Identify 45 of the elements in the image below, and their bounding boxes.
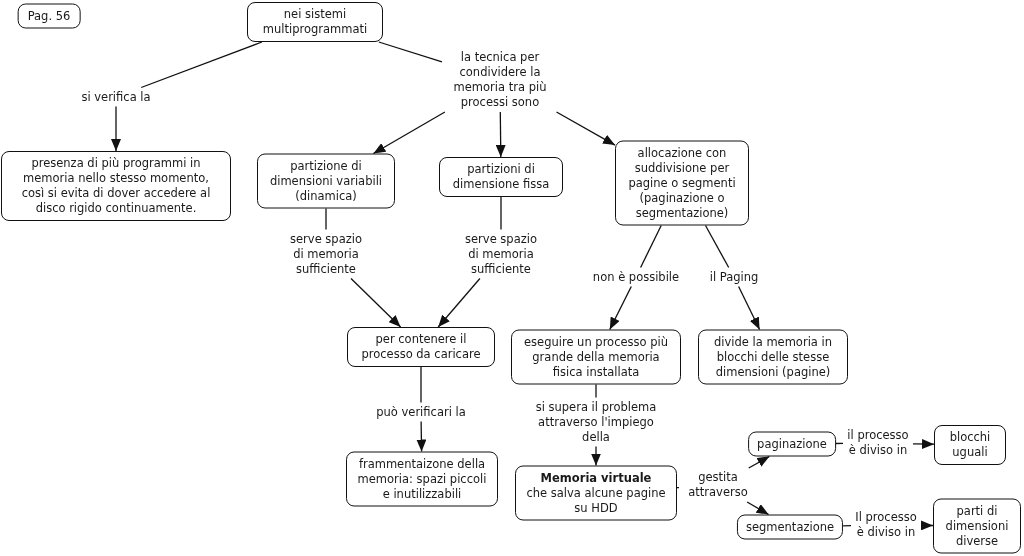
connector-line [842, 525, 852, 527]
arrow [609, 285, 632, 331]
connector-line [639, 224, 662, 269]
concept-box: blocchi uguali [934, 425, 1006, 465]
linking-phrase: può verificari la [376, 404, 466, 420]
connector-line [676, 486, 680, 489]
arrow [746, 501, 770, 516]
concept-box: nei sistemi multiprogrammati [247, 2, 383, 42]
concept-box: per contenere il processo da caricare [347, 327, 495, 367]
concept-box: paginazione [748, 431, 836, 457]
concept-box: presenza di più programmi in memoria nello stesso momento, così si evita di dover accedere al disco rigido continuamente. [1, 151, 231, 221]
concept-box: frammentaizone della memoria: spazi piccoli e inutilizzabili [346, 451, 498, 507]
connector-line [378, 41, 443, 63]
connector-line [595, 383, 597, 399]
arrow [437, 277, 481, 328]
connector-line [835, 442, 844, 445]
connector-line [325, 207, 327, 231]
arrow [920, 520, 934, 531]
concept-box [515, 465, 677, 521]
concept-box: allocazione con suddivisione per pagine o segmenti (paginazione o segmentazione) [615, 140, 749, 226]
concept-heading: Memoria virtuale [539, 470, 653, 486]
concept-box: eseguire un processo più grande della memoria fisica installata [511, 329, 681, 385]
arrow [555, 111, 616, 146]
arrow [111, 105, 121, 152]
concept-box: parti di dimensioni diverse [933, 498, 1021, 554]
concept-box: divide la memoria in blocchi delle stesse dimensioni (pagine) [698, 329, 848, 385]
arrow [737, 285, 761, 331]
arrow [372, 111, 446, 155]
connector-line [140, 41, 263, 89]
concept-box: Pag. 56 [17, 3, 81, 29]
concept-box: partizioni di dimensione fissa [439, 157, 563, 197]
arrow [350, 277, 402, 328]
arrow [912, 438, 935, 449]
arrow [591, 445, 601, 467]
concept-box: segmentazione [736, 514, 844, 540]
arrow [748, 455, 771, 469]
linking-phrase: non è possibile [592, 269, 680, 285]
linking-phrase: il Paging [709, 269, 759, 285]
arrow [416, 420, 427, 453]
concept-text: che salva alcune pagine su HDD [525, 485, 667, 516]
arrow [495, 111, 506, 158]
concept-box: partizione di dimensioni variabili (dinamica) [257, 153, 395, 209]
connector-line [420, 366, 422, 404]
connector-line [500, 196, 502, 231]
connector-line [704, 224, 730, 269]
